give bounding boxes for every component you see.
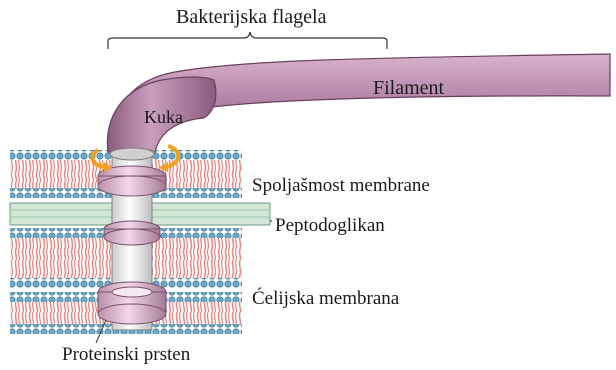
label-filament: Filament	[373, 78, 444, 98]
label-peptidoglycan: Peptodoglikan	[275, 216, 385, 235]
label-outer-membrane: Spoljašmost membrane	[252, 176, 430, 195]
protein-ring	[98, 282, 166, 324]
diagram-title: Bakterijska flagela	[176, 7, 327, 27]
middle-ring	[104, 221, 160, 245]
title-brace	[108, 32, 387, 49]
label-cell-membrane: Ćelijska membrana	[252, 289, 399, 308]
label-protein-ring: Proteinski prsten	[62, 345, 190, 364]
outer-ring	[98, 166, 166, 196]
label-hook: Kuka	[144, 108, 183, 126]
